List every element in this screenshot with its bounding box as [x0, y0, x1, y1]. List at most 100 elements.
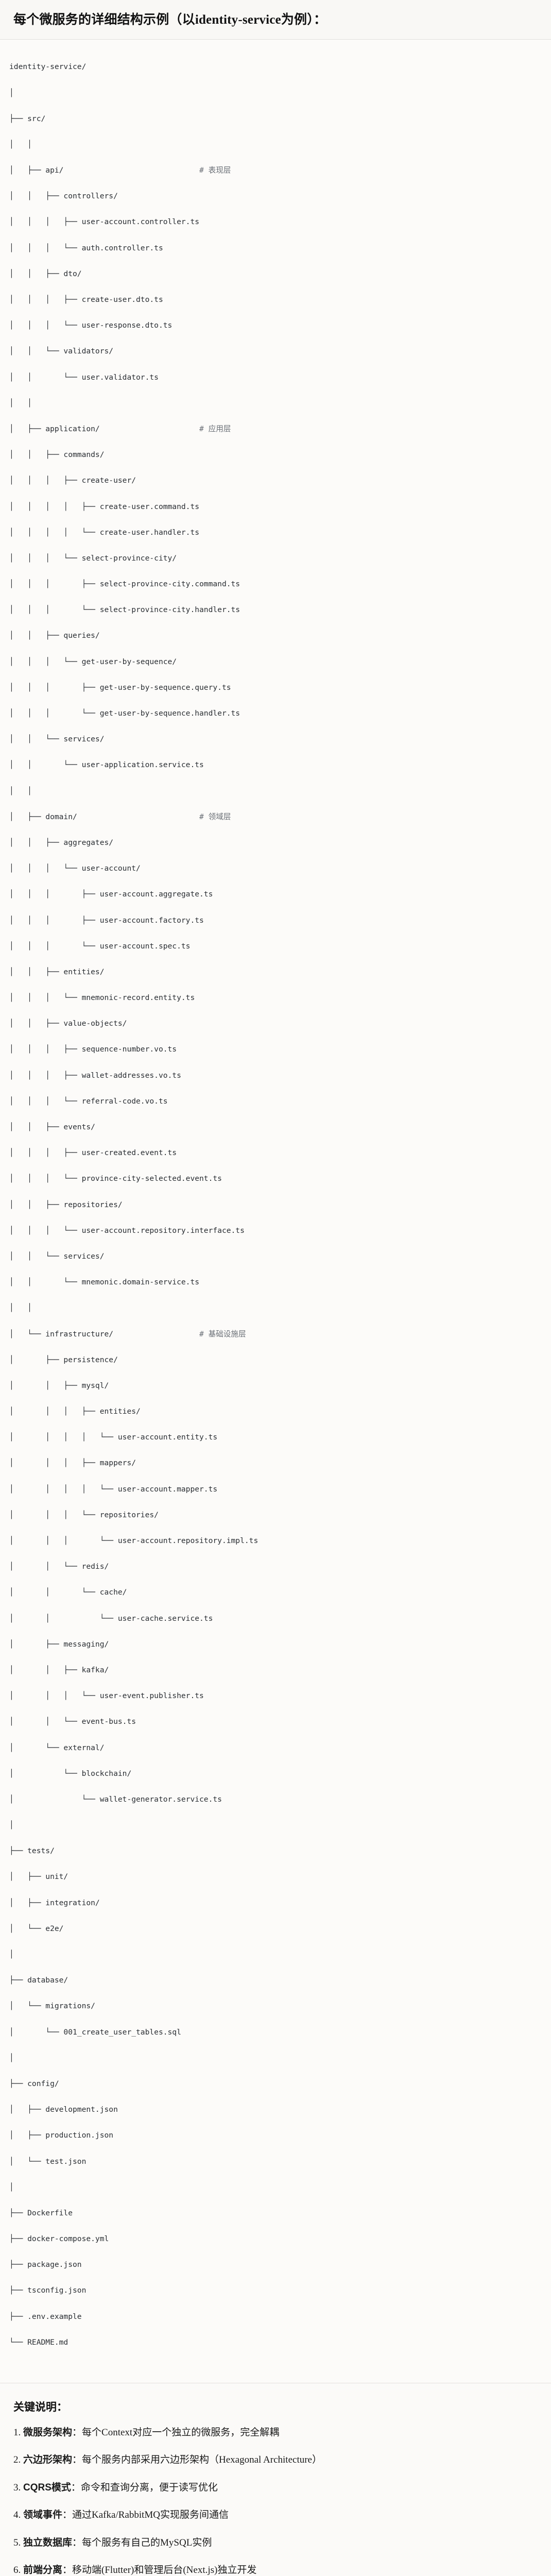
tree-line-comment: # 基础设施层 [199, 1329, 246, 1338]
tree-line: │ ├── application/ # 应用层 [9, 424, 231, 433]
tree-line: │ │ [9, 140, 32, 149]
tree-line: │ │ ├── mysql/ [9, 1381, 109, 1390]
tree-line: └── README.md [9, 2337, 68, 2347]
tree-line: │ └── 001_create_user_tables.sql [9, 2027, 181, 2037]
tree-line: ├── .env.example [9, 2312, 82, 2321]
key-note-term: 领域事件 [23, 2510, 63, 2521]
tree-line: │ │ │ └── mnemonic-record.entity.ts [9, 993, 195, 1003]
key-notes-list: 1. 微服务架构：每个Context对应一个独立的微服务，完全解耦 2. 六边形架… [13, 2426, 538, 2576]
tree-line: │ [9, 1950, 14, 1959]
tree-line-comment: # 领域层 [199, 812, 231, 821]
page-title-prefix: 每个微服务的详细结构示例（以 [13, 12, 195, 27]
key-note-description: 每个服务内部采用六边形架构（Hexagonal Architecture） [82, 2454, 322, 2466]
tree-line: │ │ │ └── user-account.repository.interf… [9, 1226, 245, 1235]
tree-line: │ │ │ ├── wallet-addresses.vo.ts [9, 1071, 181, 1080]
key-note-description: 命令和查询分离，便于读写优化 [80, 2482, 218, 2493]
tree-line: │ │ │ ├── user-account.aggregate.ts [9, 890, 213, 899]
tree-line-comment: # 应用层 [199, 424, 231, 433]
tree-line: │ │ └── services/ [9, 1251, 105, 1261]
tree-line: │ │ └── redis/ [9, 1562, 109, 1571]
key-note-term: 前端分离 [23, 2565, 63, 2576]
tree-line: │ │ │ └── user-account.spec.ts [9, 941, 191, 951]
key-note-number: 5. [13, 2537, 21, 2548]
tree-line: │ │ │ │ └── create-user.handler.ts [9, 528, 200, 537]
key-note-separator: ： [72, 2427, 82, 2438]
tree-line: │ │ └── user-application.service.ts [9, 760, 204, 770]
tree-line: │ │ [9, 786, 32, 795]
page-title: 每个微服务的详细结构示例（以identity-service为例）： [13, 11, 538, 29]
tree-line: │ │ │ ├── user-account.controller.ts [9, 217, 200, 227]
tree-line: ├── database/ [9, 1976, 68, 1985]
key-note-number: 4. [13, 2510, 21, 2521]
key-note-description: 每个服务有自己的MySQL实例 [82, 2537, 212, 2548]
tree-line: │ │ │ │ └── user-account.mapper.ts [9, 1484, 218, 1494]
tree-line: │ ├── integration/ [9, 1898, 100, 1907]
key-note-item: 2. 六边形架构：每个服务内部采用六边形架构（Hexagonal Archite… [13, 2453, 538, 2467]
tree-line: │ │ │ │ └── user-account.entity.ts [9, 1433, 218, 1442]
tree-line: │ ├── unit/ [9, 1872, 68, 1882]
tree-line: │ │ │ └── province-city-selected.event.t… [9, 1174, 222, 1183]
key-note-item: 5. 独立数据库：每个服务有自己的MySQL实例 [13, 2536, 538, 2550]
tree-line: │ │ │ ├── user-account.factory.ts [9, 916, 204, 925]
tree-line: ├── package.json [9, 2260, 82, 2269]
page-title-suffix: 为例）： [281, 12, 327, 27]
tree-line: │ │ │ └── user-response.dto.ts [9, 321, 173, 330]
tree-line: │ │ ├── queries/ [9, 631, 100, 640]
tree-line: │ [9, 88, 14, 97]
tree-line: │ │ └── services/ [9, 735, 105, 744]
tree-line: │ │ │ └── select-province-city.handler.t… [9, 605, 240, 615]
tree-line: │ └── infrastructure/ # 基础设施层 [9, 1329, 246, 1338]
tree-line: │ ├── domain/ # 领域层 [9, 812, 231, 821]
key-note-term: CQRS模式 [23, 2482, 71, 2493]
tree-line: │ │ │ ├── get-user-by-sequence.query.ts [9, 683, 231, 692]
key-note-separator: ： [71, 2482, 81, 2493]
tree-line: │ │ │ └── auth.controller.ts [9, 243, 163, 252]
tree-line: │ │ [9, 1303, 32, 1313]
tree-line: │ └── blockchain/ [9, 1769, 132, 1778]
tree-line: │ │ ├── entities/ [9, 967, 105, 976]
tree-line: identity-service/ [9, 62, 87, 72]
tree-line: │ ├── api/ # 表现层 [9, 166, 231, 175]
tree-line: │ ├── messaging/ [9, 1639, 109, 1649]
tree-line: ├── tsconfig.json [9, 2286, 87, 2295]
header-block: 每个微服务的详细结构示例（以identity-service为例）： [0, 0, 551, 40]
tree-line: │ │ │ │ ├── create-user.command.ts [9, 502, 200, 511]
key-note-separator: ： [62, 2510, 73, 2521]
key-note-term: 六边形架构 [23, 2454, 73, 2466]
tree-line: │ │ │ └── get-user-by-sequence/ [9, 657, 177, 666]
tree-line: │ │ └── user-cache.service.ts [9, 1614, 213, 1623]
key-note-item: 3. CQRS模式：命令和查询分离，便于读写优化 [13, 2481, 538, 2495]
tree-line: │ ├── persistence/ [9, 1355, 118, 1364]
tree-line: │ │ │ └── repositories/ [9, 1510, 159, 1519]
key-note-number: 1. [13, 2427, 21, 2438]
tree-line: │ │ └── mnemonic.domain-service.ts [9, 1278, 200, 1287]
key-note-number: 6. [13, 2565, 21, 2576]
tree-line: │ ├── production.json [9, 2131, 114, 2140]
tree-line: │ │ │ └── referral-code.vo.ts [9, 1096, 168, 1106]
tree-line-comment: # 表现层 [199, 166, 231, 175]
tree-line: │ [9, 2182, 14, 2192]
tree-line: │ │ │ └── select-province-city/ [9, 553, 177, 563]
tree-line: │ │ │ ├── user-created.event.ts [9, 1148, 177, 1158]
tree-line: │ └── external/ [9, 1743, 105, 1752]
tree-line: │ │ ├── controllers/ [9, 192, 118, 201]
tree-line: │ │ ├── value-objects/ [9, 1019, 127, 1028]
key-note-separator: ： [72, 2537, 82, 2548]
tree-line: │ │ │ ├── create-user.dto.ts [9, 295, 163, 304]
key-note-description: 通过Kafka/RabbitMQ实现服务间通信 [72, 2510, 229, 2521]
key-note-description: 每个Context对应一个独立的微服务，完全解耦 [82, 2427, 280, 2438]
tree-line: │ │ │ ├── mappers/ [9, 1459, 136, 1468]
tree-line: │ ├── development.json [9, 2105, 118, 2114]
key-note-item: 1. 微服务架构：每个Context对应一个独立的微服务，完全解耦 [13, 2426, 538, 2440]
tree-line: │ └── migrations/ [9, 2002, 95, 2011]
tree-line: │ │ ├── commands/ [9, 450, 105, 460]
tree-line: │ │ │ ├── sequence-number.vo.ts [9, 1045, 177, 1054]
key-note-separator: ： [62, 2565, 73, 2576]
tree-line: │ │ └── validators/ [9, 347, 114, 356]
tree-line: │ │ │ └── user-event.publisher.ts [9, 1691, 204, 1701]
tree-line: │ │ │ ├── entities/ [9, 1407, 141, 1416]
tree-line: ├── tests/ [9, 1846, 55, 1856]
tree-line: │ │ └── user.validator.ts [9, 372, 159, 382]
